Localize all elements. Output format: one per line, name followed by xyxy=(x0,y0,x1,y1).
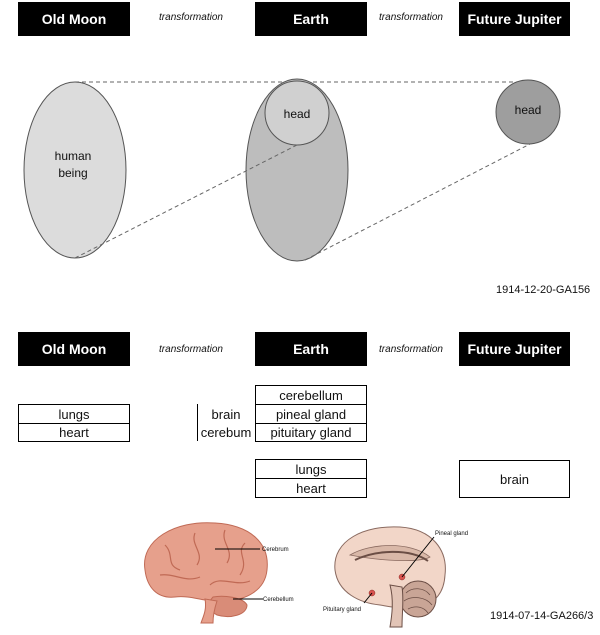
pituitary-gland-label: Pituitary gland xyxy=(323,607,361,613)
earth-lungs-box: lungs xyxy=(255,459,367,479)
transformation-label-top-1: transformation xyxy=(159,12,223,23)
cerebellum-label: Cerebellum xyxy=(263,597,294,603)
brainstem-shape xyxy=(200,598,218,624)
header-future-jupiter-bottom: Future Jupiter xyxy=(459,332,570,366)
evolution-shapes-diagram: human being head head xyxy=(23,78,561,262)
header-old-moon-bottom: Old Moon xyxy=(18,332,130,366)
jupiter-brain-box: brain xyxy=(459,460,570,498)
jupiter-head-label: head xyxy=(515,103,542,117)
reference-top: 1914-12-20-GA156 xyxy=(496,284,591,296)
dashed-line-earth-jupiter xyxy=(304,143,531,261)
earth-head-circle xyxy=(264,80,330,146)
brain-external-illustration: Cerebrum Cerebellum xyxy=(144,522,294,624)
transformation-label-bottom-1: transformation xyxy=(159,344,223,355)
header-future-jupiter-top: Future Jupiter xyxy=(459,2,570,36)
human-being-label-line2: being xyxy=(58,166,87,180)
old-moon-lungs-box: lungs xyxy=(18,404,130,424)
header-earth-top: Earth xyxy=(255,2,367,36)
brain-side-label: brain xyxy=(211,406,241,422)
cerebum-side-label: cerebum xyxy=(200,425,252,440)
transformation-label-bottom-2: transformation xyxy=(379,344,443,355)
old-moon-heart-box: heart xyxy=(18,423,130,442)
header-old-moon-top: Old Moon xyxy=(18,2,130,36)
brain-sagittal-illustration: Pineal gland Pituitary gland xyxy=(323,526,468,628)
cerebellum-box: cerebellum xyxy=(255,385,367,405)
jupiter-head-circle xyxy=(495,79,561,145)
cerebrum-label: Cerebrum xyxy=(262,547,289,553)
pineal-gland-label: Pineal gland xyxy=(435,531,468,537)
reference-bottom: 1914-07-14-GA266/3 xyxy=(490,610,594,622)
earth-heart-box: heart xyxy=(255,478,367,498)
transformation-label-top-2: transformation xyxy=(379,12,443,23)
header-earth-bottom: Earth xyxy=(255,332,367,366)
corpus-callosum xyxy=(354,550,429,562)
pineal-gland-box: pineal gland xyxy=(255,404,367,424)
side-label-bracket xyxy=(197,404,255,441)
cerebrum-shape xyxy=(144,522,268,602)
earth-head-label: head xyxy=(284,107,311,121)
human-being-label-line1: human xyxy=(55,149,92,163)
sagittal-brainstem xyxy=(389,584,404,628)
pituitary-gland-box: pituitary gland xyxy=(255,423,367,442)
sagittal-cerebellum xyxy=(399,580,437,618)
